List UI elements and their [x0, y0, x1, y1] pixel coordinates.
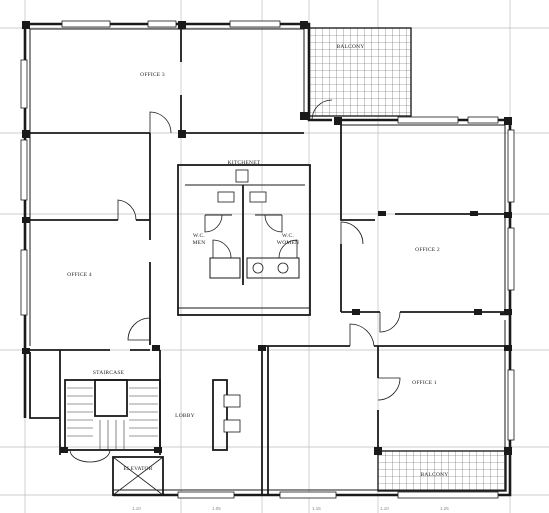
label-office-2: OFFICE 2 [415, 247, 440, 253]
fixtures [217, 169, 289, 433]
label-balcony-top: BALCONY [336, 44, 365, 50]
label-office-4: OFFICE 4 [67, 272, 92, 278]
balcony-top-tiles [308, 27, 412, 117]
label-elevator: ELEVATOR [123, 466, 153, 472]
dimension-label: 1.10 [132, 506, 141, 511]
label-balcony-bottom: BALCONY [420, 472, 449, 478]
label-kitchenet: KITCHENET [227, 160, 261, 166]
door-swings [69, 99, 401, 463]
interior-walls [25, 24, 505, 496]
columns [22, 21, 512, 455]
label-office-1: OFFICE 1 [412, 380, 437, 386]
label-staircase: STAIRCASE [92, 370, 125, 376]
label-wc-men: W.C. MEN [192, 233, 206, 246]
dimension-label: 1.10 [380, 506, 389, 511]
windows [20, 20, 515, 499]
label-office-3: OFFICE 3 [140, 72, 165, 78]
dimension-label: 1.05 [212, 506, 221, 511]
dimension-label: 1.25 [440, 506, 449, 511]
balcony-bottom-tiles [377, 450, 507, 492]
stair-treads [67, 387, 158, 450]
label-lobby: LOBBY [175, 413, 195, 419]
dimension-label: 1.15 [312, 506, 321, 511]
label-wc-women: W.C. WOMEN [276, 233, 300, 246]
